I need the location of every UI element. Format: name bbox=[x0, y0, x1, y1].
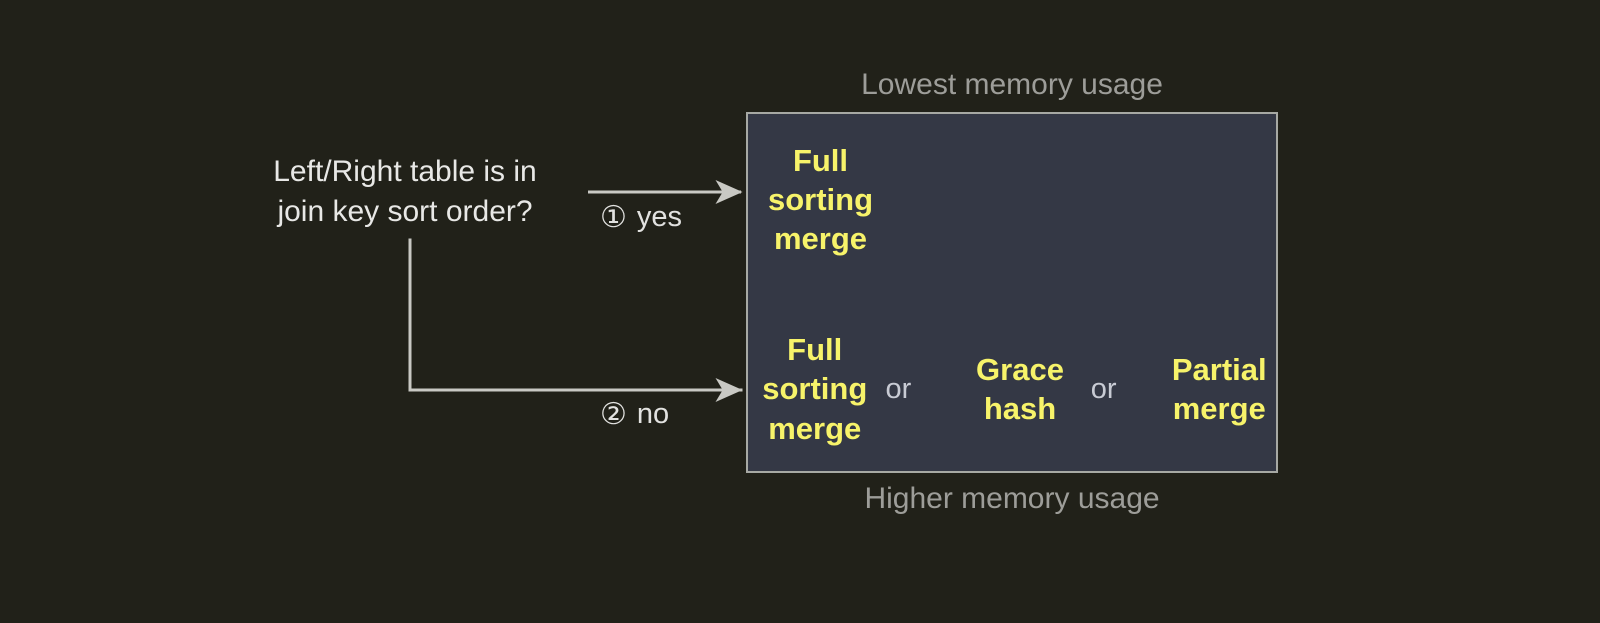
branch-marker-2: ② bbox=[600, 397, 627, 431]
outcome-row-sorted: Full sorting merge bbox=[748, 132, 1276, 267]
branch-text-no: no bbox=[636, 398, 670, 430]
branch-label-no: ② no bbox=[600, 398, 669, 431]
caption-higher-memory: Higher memory usage bbox=[864, 482, 1160, 515]
caption-lowest-memory: Lowest memory usage bbox=[861, 68, 1163, 101]
option-partial-merge: Partial merge bbox=[1171, 351, 1267, 426]
branch-marker-1: ① bbox=[600, 200, 627, 234]
arrow-no bbox=[408, 238, 743, 402]
option-separator-1: or bbox=[885, 372, 912, 405]
option-full-sorting-merge-unsorted: Full sorting merge bbox=[762, 332, 868, 446]
outcomes-panel: Full sorting merge Full sorting merge or… bbox=[746, 112, 1278, 473]
option-separator-2: or bbox=[1090, 372, 1117, 405]
option-full-sorting-merge-sorted: Full sorting merge bbox=[767, 142, 874, 257]
branch-label-yes: ① yes bbox=[600, 201, 682, 234]
branch-text-yes: yes bbox=[636, 201, 683, 233]
option-grace-hash: Grace hash bbox=[976, 351, 1064, 426]
decision-question: Left/Right table is in join key sort ord… bbox=[273, 155, 537, 228]
outcome-row-unsorted: Full sorting merge or Grace hash or Part… bbox=[748, 319, 1276, 459]
